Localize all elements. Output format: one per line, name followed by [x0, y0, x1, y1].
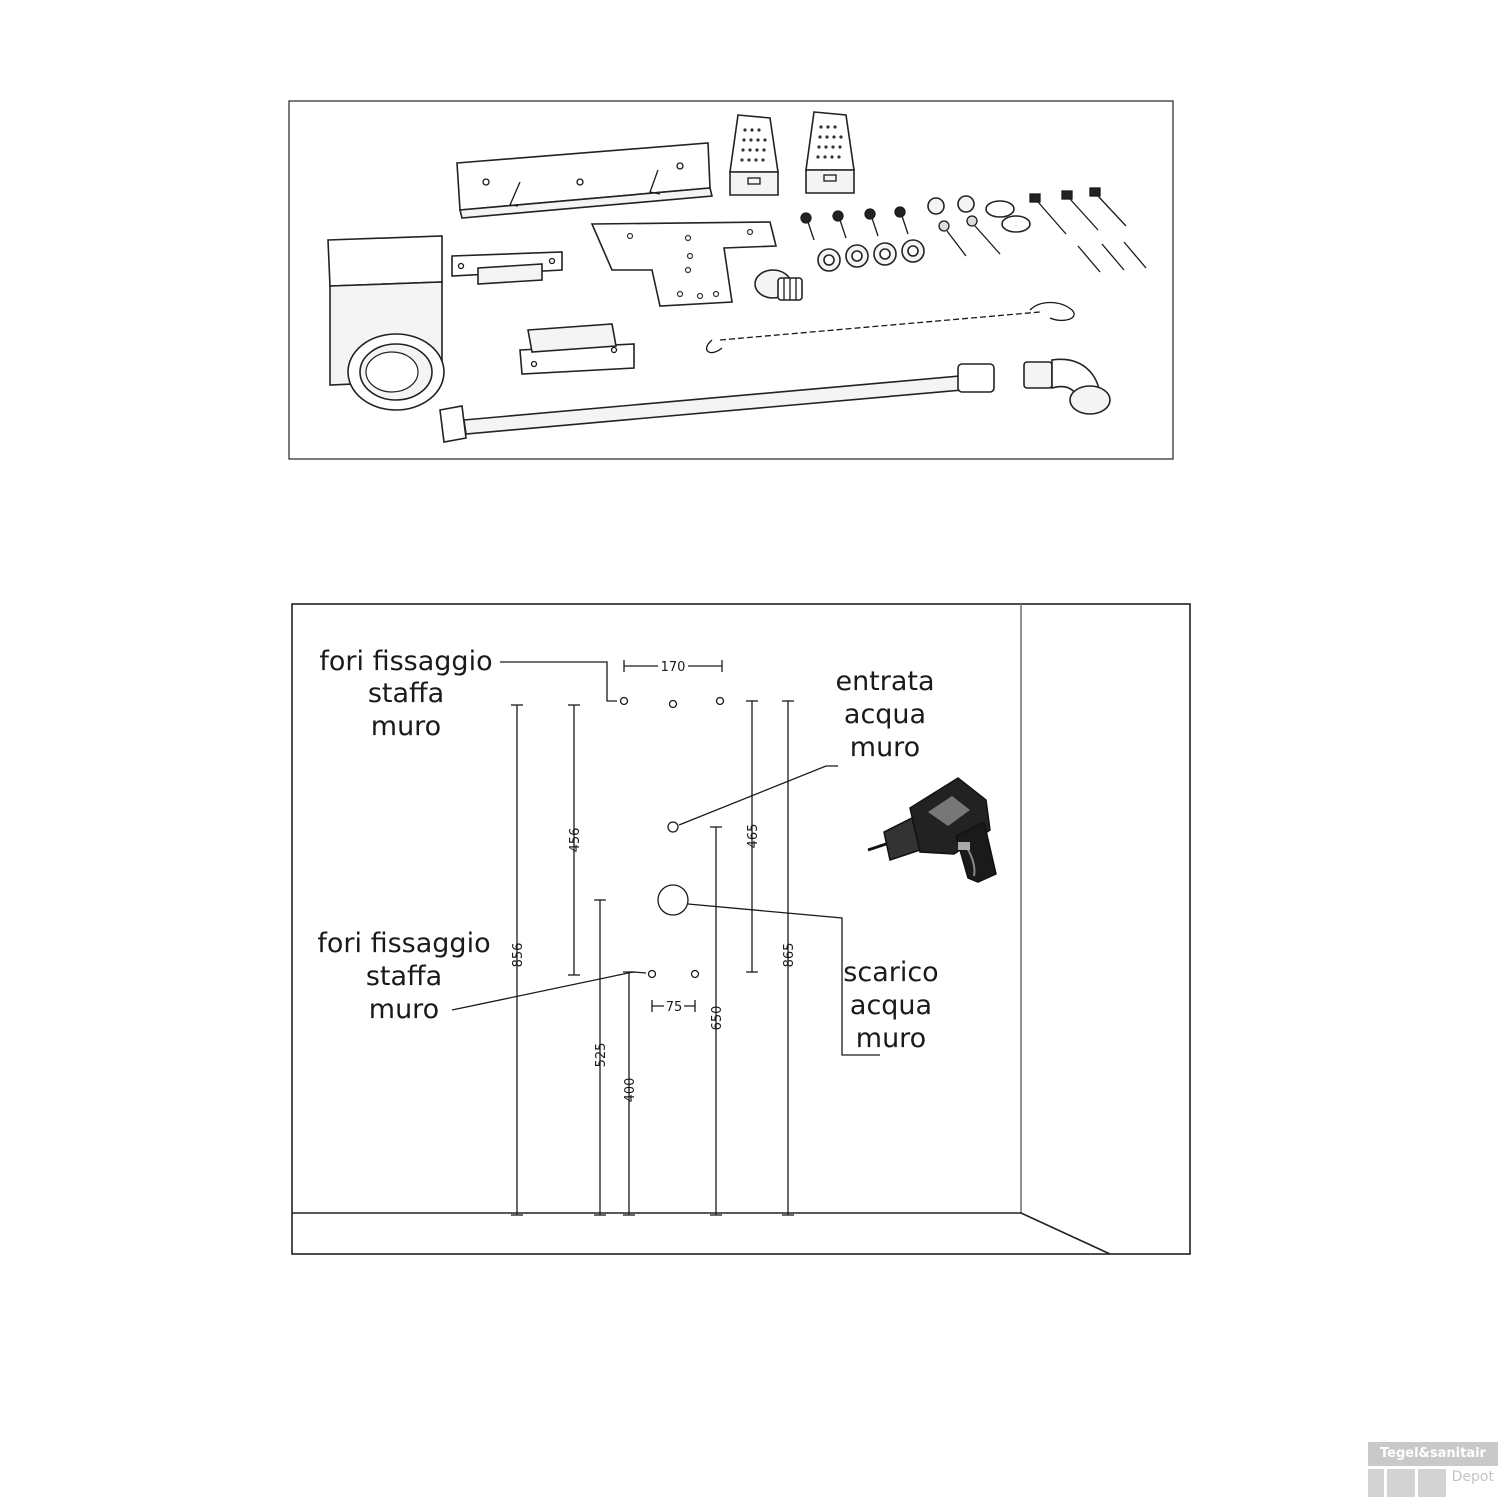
dim-650: 650 [710, 1006, 725, 1031]
dim-456: 456 [568, 828, 583, 853]
wall-diagram: 170 75 856 456 525 400 650 465 865 fori … [291, 603, 1191, 1255]
label-bottom-fixing-holes: fori fissaggio staffa muro [317, 928, 490, 1025]
svg-text:acqua: acqua [850, 990, 932, 1021]
bottom-bracket [519, 323, 635, 375]
dim-75: 75 [666, 1000, 683, 1015]
small-bracket [451, 251, 563, 285]
kit-contents-panel [288, 100, 1174, 460]
label-water-inlet: entrata acqua muro [835, 666, 934, 763]
svg-text:staffa: staffa [368, 678, 444, 709]
wall-plugs [1077, 241, 1147, 273]
chain [706, 301, 1075, 354]
svg-text:muro: muro [856, 1023, 926, 1054]
label-water-drain: scarico acqua muro [843, 957, 938, 1054]
flexible-hose [439, 363, 995, 443]
drill-icon [867, 777, 997, 883]
dim-856: 856 [511, 943, 526, 968]
bottom-fixing-holes [647, 969, 700, 979]
washers [817, 195, 1031, 272]
svg-text:acqua: acqua [844, 699, 926, 730]
adjustable-foot-left [729, 114, 779, 196]
dim-525: 525 [594, 1043, 609, 1068]
svg-text:muro: muro [371, 711, 441, 742]
svg-text:entrata: entrata [835, 666, 934, 697]
dim-465: 465 [746, 824, 761, 849]
dim-865: 865 [782, 943, 797, 968]
watermark-subtitle: Depot [1451, 1469, 1494, 1485]
label-top-fixing-holes: fori fissaggio staffa muro [319, 646, 492, 742]
wall-bracket-bar [456, 142, 714, 219]
dim-170: 170 [661, 660, 686, 675]
elbow-fitting [1023, 358, 1111, 415]
drain-nut [754, 269, 803, 301]
top-fixing-holes [619, 696, 725, 709]
svg-text:fori fissaggio: fori fissaggio [317, 928, 490, 959]
watermark-logo: Tegel&sanitair Depot [1368, 1442, 1498, 1498]
mounting-plate [590, 221, 778, 307]
screws [938, 187, 1127, 257]
water-inlet-hole [667, 821, 679, 833]
watermark-title: Tegel&sanitair [1368, 1442, 1498, 1466]
svg-text:fori fissaggio: fori fissaggio [319, 646, 492, 677]
bolts [800, 206, 909, 241]
svg-text:muro: muro [850, 732, 920, 763]
drain-elbow [327, 235, 445, 411]
svg-text:scarico: scarico [843, 957, 938, 988]
drain-hole [657, 884, 689, 916]
dim-400: 400 [623, 1078, 638, 1103]
watermark-boxes [1368, 1469, 1498, 1497]
svg-text:staffa: staffa [366, 961, 442, 992]
adjustable-foot-right [805, 111, 855, 194]
svg-text:muro: muro [369, 994, 439, 1025]
